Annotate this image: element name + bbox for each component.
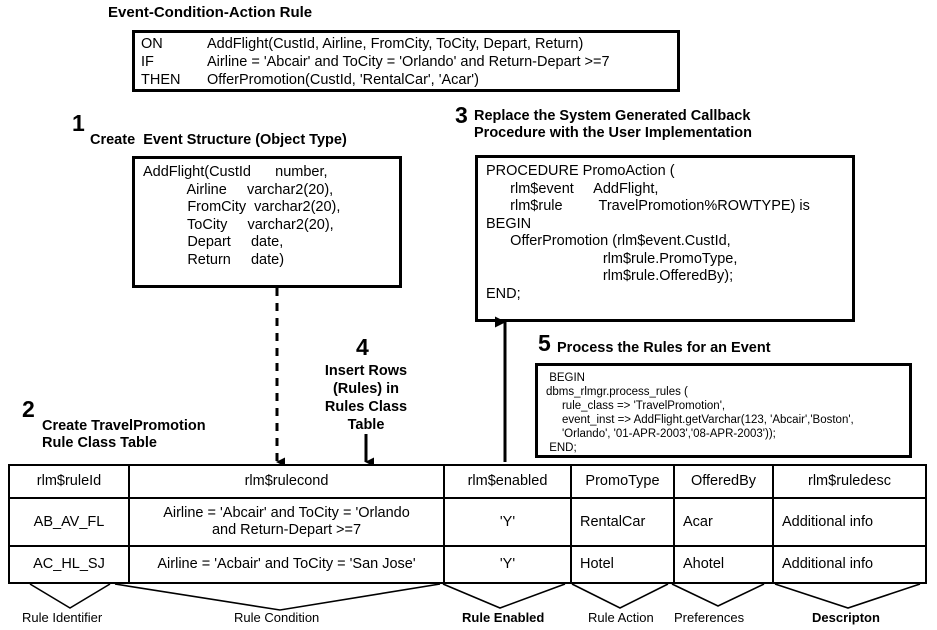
bottom-label-preferences: Preferences [674, 610, 745, 625]
step-5-title: Process the Rules for an Event [557, 340, 771, 356]
cell-enabled: 'Y' [443, 545, 572, 584]
eca-text-then: OfferPromotion(CustId, 'RentalCar', 'Aca… [207, 72, 479, 88]
cell-ruleid: AC_HL_SJ [8, 545, 130, 584]
callout-line-preferences [671, 583, 765, 607]
eca-rule-box: ON AddFlight(CustId, Airline, FromCity, … [132, 30, 680, 92]
eca-keyword-on: ON [141, 36, 163, 52]
rules-class-table-wrapper: rlm$ruleId rlm$rulecond rlm$enabled Prom… [8, 464, 927, 584]
step-5-code: BEGIN dbms_rlmgr.process_rules ( rule_cl… [546, 372, 854, 454]
column-header-ruledesc: rlm$ruledesc [772, 464, 927, 499]
step-5-number: 5 [538, 330, 551, 356]
page-title: Event-Condition-Action Rule [108, 4, 313, 21]
column-header-rulecond: rlm$rulecond [128, 464, 445, 499]
callout-line-descripton [774, 583, 921, 609]
column-header-enabled: rlm$enabled [443, 464, 572, 499]
table-row: AB_AV_FL Airline = 'Abcair' and ToCity =… [8, 497, 927, 547]
bottom-label-rule-identifier: Rule Identifier [22, 610, 103, 625]
cell-offeredby: Ahotel [673, 545, 774, 584]
cell-ruledesc: Additional info [772, 545, 927, 584]
cell-enabled: 'Y' [443, 497, 572, 547]
cell-ruledesc: Additional info [772, 497, 927, 547]
cell-promotype: RentalCar [570, 497, 675, 547]
step-3-code-box: PROCEDURE PromoAction ( rlm$event AddFli… [475, 155, 855, 322]
step-1-code: AddFlight(CustId number, Airline varchar… [143, 164, 341, 268]
step-2-number: 2 [22, 396, 35, 422]
cell-promotype: Hotel [570, 545, 675, 584]
bottom-label-rule-action: Rule Action [588, 610, 654, 625]
cell-rulecond: Airline = 'Acbair' and ToCity = 'San Jos… [128, 545, 445, 584]
step-1-title: Create Event Structure (Object Type) [90, 132, 347, 148]
callout-line-rule-enabled [442, 583, 566, 609]
step-1-number: 1 [72, 110, 85, 136]
rules-class-table: rlm$ruleId rlm$rulecond rlm$enabled Prom… [8, 464, 927, 584]
cell-offeredby: Acar [673, 497, 774, 547]
cell-rulecond: Airline = 'Abcair' and ToCity = 'Orlando… [128, 497, 445, 547]
column-header-ruleid: rlm$ruleId [8, 464, 130, 499]
eca-text-if: Airline = 'Abcair' and ToCity = 'Orlando… [207, 54, 610, 70]
step-4-number: 4 [356, 334, 369, 360]
eca-keyword-if: IF [141, 54, 154, 70]
callout-line-rule-condition [114, 583, 441, 611]
callout-line-rule-action [571, 583, 669, 609]
table-row: AC_HL_SJ Airline = 'Acbair' and ToCity =… [8, 545, 927, 584]
eca-keyword-then: THEN [141, 72, 181, 88]
column-header-offeredby: OfferedBy [673, 464, 774, 499]
step-5-code-box: BEGIN dbms_rlmgr.process_rules ( rule_cl… [535, 363, 912, 458]
table-header-row: rlm$ruleId rlm$rulecond rlm$enabled Prom… [8, 464, 927, 499]
step-3-title: Replace the System Generated Callback Pr… [474, 108, 752, 141]
bottom-label-rule-enabled: Rule Enabled [462, 610, 545, 625]
column-header-promotype: PromoType [570, 464, 675, 499]
step-1-code-box: AddFlight(CustId number, Airline varchar… [132, 156, 402, 288]
callout-line-rule-identifier [29, 583, 111, 609]
step-4-title: Insert Rows (Rules) in Rules Class Table [324, 363, 408, 433]
step-3-code: PROCEDURE PromoAction ( rlm$event AddFli… [486, 163, 810, 302]
eca-text-on: AddFlight(CustId, Airline, FromCity, ToC… [207, 36, 584, 52]
bottom-label-rule-condition: Rule Condition [234, 610, 320, 625]
step-2-title: Create TravelPromotion Rule Class Table [42, 418, 206, 451]
cell-ruleid: AB_AV_FL [8, 497, 130, 547]
step-3-number: 3 [455, 102, 468, 128]
bottom-label-descripton: Descripton [812, 610, 880, 625]
